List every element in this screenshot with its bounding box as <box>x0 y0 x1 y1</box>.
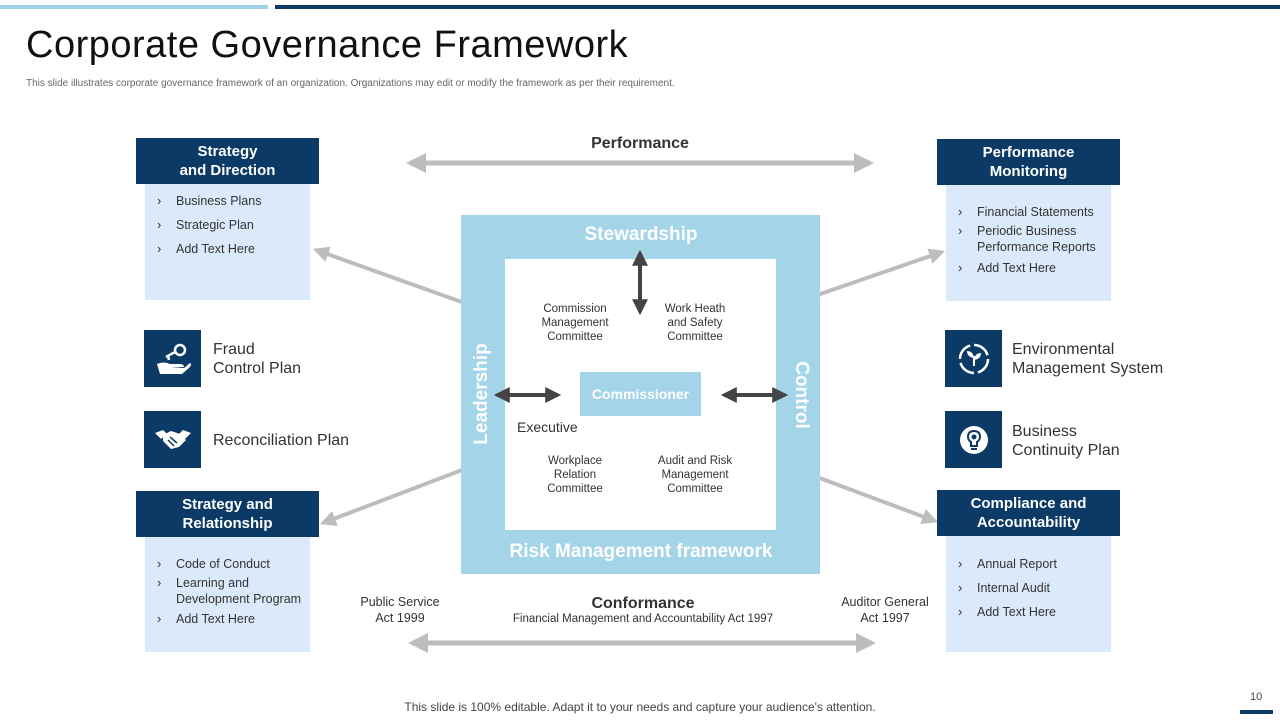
slide-title: Corporate Governance Framework <box>26 24 629 66</box>
list-item: ›Add Text Here <box>958 260 1056 275</box>
list-item: ›Add Text Here <box>958 604 1056 619</box>
diag-arrow-bottom-left <box>320 463 476 526</box>
strategy-relationship-panel: ›Code of Conduct ›Learning and Developme… <box>145 535 310 652</box>
lightbulb-gear-icon <box>945 411 1002 468</box>
auditor-general-act-label: Auditor General Act 1997 <box>841 595 929 625</box>
page-number: 10 <box>1250 691 1263 703</box>
risk-management-label: Risk Management framework <box>509 541 773 562</box>
conformance-act-label: Financial Management and Accountability … <box>512 613 774 625</box>
diag-arrow-top-left <box>312 246 471 307</box>
list-item: ›Periodic Business Performance Reports <box>958 223 1096 254</box>
footer-note: This slide is 100% editable. Adapt it to… <box>404 700 876 714</box>
list-item: ›Financial Statements <box>958 204 1094 219</box>
top-accent-bar-dark <box>275 5 1280 9</box>
hand-key-icon <box>144 330 201 387</box>
list-item: ›Internal Audit <box>958 580 1050 595</box>
top-accent-bar-light <box>0 5 268 9</box>
environmental-label: Environmental Management System <box>1012 341 1164 377</box>
conformance-label: Conformance <box>591 595 695 612</box>
slide-subtitle: This slide illustrates corporate governa… <box>26 78 675 89</box>
executive-label: Executive <box>517 419 578 435</box>
stewardship-label: Stewardship <box>584 224 698 245</box>
list-item: ›Annual Report <box>958 556 1057 571</box>
diag-arrow-top-right <box>796 248 946 304</box>
commission-committee: Commission Management Committee <box>541 303 609 343</box>
handshake-icon <box>144 411 201 468</box>
compliance-accountability-panel: ›Annual Report ›Internal Audit ›Add Text… <box>946 535 1111 652</box>
reconciliation-label: Reconciliation Plan <box>213 432 350 449</box>
performance-monitoring-header: Performance Monitoring <box>937 139 1120 185</box>
list-item: ›Code of Conduct <box>157 556 270 571</box>
strategy-direction-header: Strategy and Direction <box>136 138 319 184</box>
performance-label: Performance <box>591 135 689 152</box>
commissioner-box: Commissioner <box>580 372 701 416</box>
list-item: ›Learning and Development Program <box>157 575 302 606</box>
fraud-control-label: Fraud Control Plan <box>213 341 302 377</box>
list-item: ›Business Plans <box>157 193 262 208</box>
public-service-act-label: Public Service Act 1999 <box>360 595 440 625</box>
list-item: ›Add Text Here <box>157 241 255 256</box>
recycle-leaf-icon <box>945 330 1002 387</box>
compliance-accountability-header: Compliance and Accountability <box>937 490 1120 536</box>
workplace-relation-committee: Workplace Relation Committee <box>547 455 603 495</box>
performance-monitoring-panel: ›Financial Statements ›Periodic Business… <box>946 184 1111 301</box>
strategy-relationship-header: Strategy and Relationship <box>136 491 319 537</box>
page-number-bar <box>1240 710 1273 714</box>
work-health-committee: Work Heath and Safety Committee <box>664 303 726 343</box>
strategy-direction-panel: ›Business Plans ›Strategic Plan ›Add Tex… <box>145 183 310 300</box>
list-item: ›Strategic Plan <box>157 217 254 232</box>
audit-risk-committee: Audit and Risk Management Committee <box>657 455 733 495</box>
continuity-label: Business Continuity Plan <box>1012 423 1120 459</box>
list-item: ›Add Text Here <box>157 611 255 626</box>
